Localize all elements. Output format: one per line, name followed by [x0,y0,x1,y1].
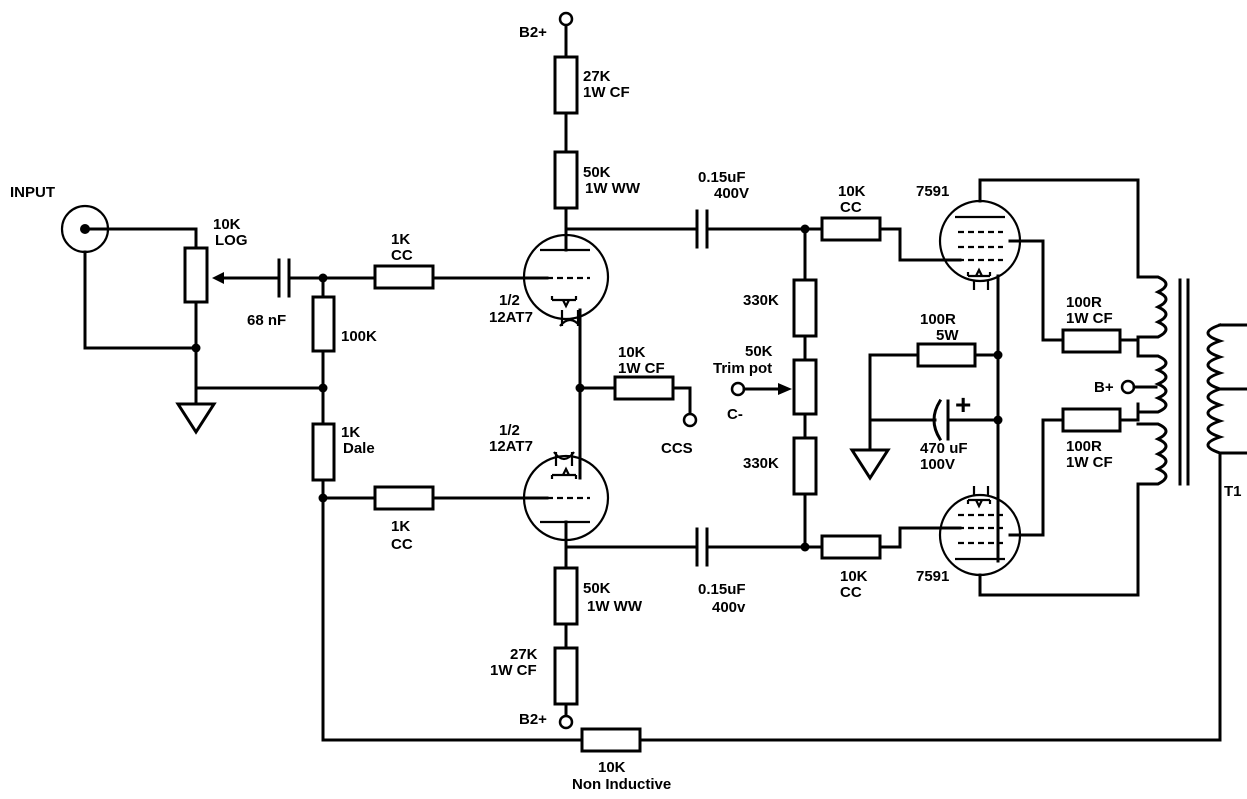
label-cap-top-voltage: 400V [714,185,749,202]
label-r50k-bottom-type: 1W WW [587,598,643,615]
ground-symbol-cathode [849,448,891,481]
resistor-100r-cf-bottom [1061,407,1122,433]
resistor-330k-top [792,278,818,338]
tube-7591-top [938,199,1022,283]
label-r10k-bottom-type: CC [840,584,862,601]
label-feedback-value: 10K [598,759,626,776]
label-r1k-top-type: CC [391,247,413,264]
label-pot-type: LOG [215,232,248,249]
terminal-ccs [682,412,698,428]
label-cap470-voltage: 100V [920,456,955,473]
label-r50k-top-value: 50K [583,164,611,181]
label-r10k-bottom-value: 10K [840,568,868,585]
label-r100r-bottom-value: 100R [1066,438,1102,455]
label-r1k-bottom-type: CC [391,536,413,553]
resistor-1k-dale [311,422,336,482]
resistor-10k-cc-top [820,216,882,242]
tube-7591-bottom [938,493,1022,577]
label-tube-bottom-name: 12AT7 [489,438,533,455]
label-r27k-bottom-type: 1W CF [490,662,537,679]
resistor-10k-cc-bottom [820,534,882,560]
label-b-plus: B+ [1094,379,1114,396]
label-r1k-bottom-value: 1K [391,518,410,535]
resistor-100r-5w [916,342,977,368]
label-c-minus: C- [727,406,743,423]
label-r100r-top-type: 1W CF [1066,310,1113,327]
label-tube-out-top: 7591 [916,183,949,200]
volume-pot [183,246,209,304]
label-r10k-top-value: 10K [838,183,866,200]
resistor-27k-cf-bottom [553,646,579,706]
label-feedback-type: Non Inductive [572,776,671,793]
label-r330k-bottom: 330K [743,455,779,472]
label-pot-value: 10K [213,216,241,233]
ground-symbol-input [175,402,217,435]
label-tube-out-bottom: 7591 [916,568,949,585]
terminal-b2-top [558,11,574,27]
label-b2-top: B2+ [519,24,547,41]
label-r50k-top-type: 1W WW [585,180,641,197]
label-cap-bottom-voltage: 400v [712,599,746,616]
label-r100r5w-value: 100R [920,311,956,328]
label-trim-type: Trim pot [713,360,772,377]
resistor-1k-cc-bottom [373,485,435,511]
terminal-c-minus [730,381,746,397]
label-t1: T1 [1224,483,1242,500]
label-tube-top-fraction: 1/2 [499,292,520,309]
label-tube-top-name: 12AT7 [489,309,533,326]
resistor-100r-cf-top [1061,328,1122,354]
label-r27k-top-value: 27K [583,68,611,85]
resistor-50k-ww-top [553,150,579,210]
resistor-10k-non-inductive [580,727,642,753]
label-r100r5w-type: 5W [936,327,959,344]
label-cap-plus: + [955,389,971,420]
label-input: INPUT [10,184,55,201]
label-r27k-top-type: 1W CF [583,84,630,101]
label-trim-value: 50K [745,343,773,360]
label-r330k-top: 330K [743,292,779,309]
resistor-330k-bottom [792,436,818,496]
label-ccs: CCS [661,440,693,457]
terminal-b2-bottom [558,714,574,730]
label-r100k: 100K [341,328,377,345]
resistor-10k-cf-ccs [613,375,675,401]
resistor-50k-ww-bottom [553,566,579,626]
label-cap-bottom-value: 0.15uF [698,581,746,598]
label-b2-bottom: B2+ [519,711,547,728]
label-r100r-top-value: 100R [1066,294,1102,311]
trim-pot-50k [792,358,818,416]
label-dale-value: 1K [341,424,360,441]
label-r27k-bottom-value: 27K [510,646,538,663]
label-cap470-value: 470 uF [920,440,968,457]
label-ccs-r-type: 1W CF [618,360,665,377]
transformer-t1 [1136,275,1225,486]
label-cap-top-value: 0.15uF [698,169,746,186]
resistor-100k [311,295,336,353]
label-r100r-bottom-type: 1W CF [1066,454,1113,471]
terminal-b-plus [1120,379,1136,395]
label-r1k-top-value: 1K [391,231,410,248]
resistor-27k-cf-top [553,55,579,115]
label-cap-input: 68 nF [247,312,286,329]
label-dale-type: Dale [343,440,375,457]
label-r50k-bottom-value: 50K [583,580,611,597]
label-ccs-r-value: 10K [618,344,646,361]
label-r10k-top-type: CC [840,199,862,216]
resistor-1k-cc-top [373,264,435,290]
label-tube-bottom-fraction: 1/2 [499,422,520,439]
